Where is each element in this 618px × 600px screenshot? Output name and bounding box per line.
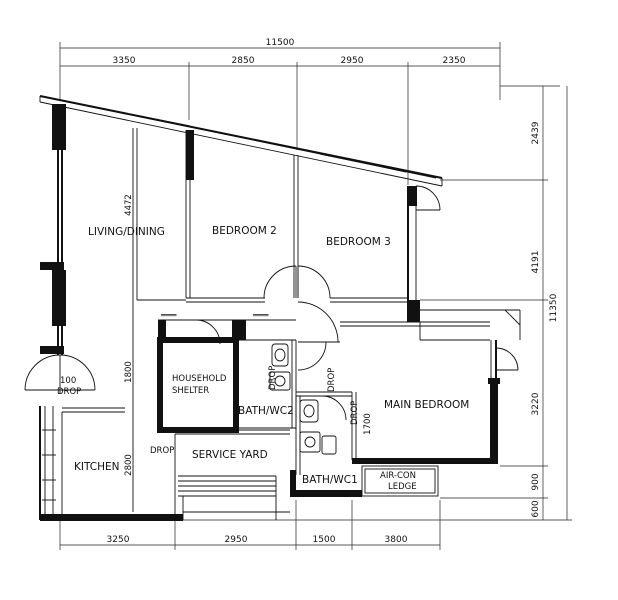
dim-right-2: 4191 [531,251,541,274]
room-aircon-1: AIR-CON [380,471,416,481]
dim-bottom-1: 3250 [107,535,130,545]
outer-walls [39,104,183,521]
right-dimension-lines [180,86,572,521]
svg-text:═══: ═══ [252,311,269,321]
bottom-dimension-lines [59,500,441,550]
room-aircon-2: LEDGE [388,482,417,492]
interior-walls [61,128,521,520]
room-household-shelter-2: SHELTER [172,386,209,396]
dim-1800: 1800 [124,361,134,383]
drop-label-wc1: DROP [350,401,360,425]
room-bedroom-2: BEDROOM 2 [212,225,277,237]
drop-label-wc2: DROP [268,366,278,390]
room-bath-wc1: BATH/WC1 [302,474,358,486]
dim-100: 100 [60,376,76,386]
room-bath-wc2: BATH/WC2 [238,405,294,417]
drop-label-left: DROP [57,387,81,397]
room-kitchen: KITCHEN [74,461,120,473]
left-door [24,354,96,394]
top-dimension-lines [59,42,560,185]
room-bedroom-3: BEDROOM 3 [326,236,391,248]
dim-top-1: 3350 [113,56,136,66]
dim-right-4: 900 [531,473,541,490]
slanted-facade [39,95,443,187]
dim-bottom-4: 3800 [385,535,408,545]
dim-1700: 1700 [363,413,373,435]
household-shelter-walls: ═══ ═══ [157,311,296,433]
dim-4472: 4472 [124,194,134,216]
dim-bottom-3: 1500 [313,535,336,545]
svg-text:═══: ═══ [160,311,177,321]
dim-top-4: 2350 [443,56,466,66]
bath-wc1-fixtures [299,399,337,455]
dim-right-total: 11350 [549,293,559,322]
dim-bottom-2: 2950 [225,535,248,545]
dim-right-3: 3220 [531,392,541,415]
dim-right-5: 600 [531,500,541,517]
drop-label-service: DROP [150,446,174,456]
dim-top-total: 11500 [266,38,295,48]
bath-wc2-fixtures [269,343,291,391]
drop-label-corridor: DROP [327,368,337,392]
room-household-shelter-1: HOUSEHOLD [172,374,227,384]
dim-2800: 2800 [124,454,134,476]
room-service-yard: SERVICE YARD [192,449,268,461]
dim-top-3: 2950 [341,56,364,66]
room-living-dining: LIVING/DINING [88,226,165,238]
dim-top-2: 2850 [232,56,255,66]
room-main-bedroom: MAIN BEDROOM [384,399,469,411]
dim-right-1: 2439 [531,121,541,144]
door-swings [195,185,519,421]
